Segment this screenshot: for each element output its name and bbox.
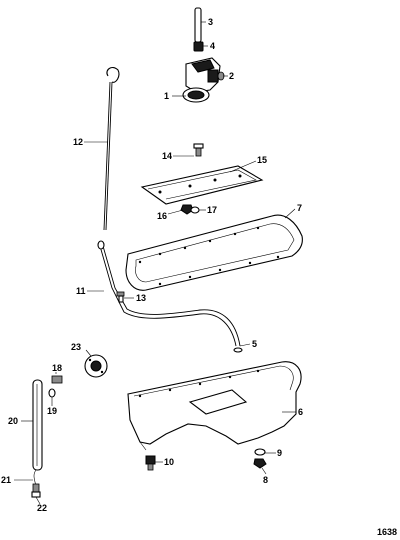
figure-id: 1638: [377, 527, 397, 537]
callout-7: 7: [297, 203, 302, 213]
line-fitting: [51, 375, 63, 384]
fitting-seal: [48, 388, 56, 398]
dipstick-tube: [97, 240, 241, 347]
callout-11: 11: [76, 286, 86, 296]
callout-20: 20: [8, 416, 18, 426]
callout-8: 8: [263, 475, 268, 485]
callout-4: 4: [210, 41, 215, 51]
shaft-coupling: [193, 41, 204, 52]
callout-15: 15: [257, 155, 267, 165]
callout-14: 14: [162, 151, 172, 161]
oil-pan: [127, 361, 302, 451]
tray-stud: [193, 143, 204, 157]
drain-plug: [253, 458, 267, 469]
windage-tray: [140, 165, 264, 205]
pan-bolt: [145, 455, 156, 471]
drain-plug-washer: [254, 448, 266, 456]
callout-2: 2: [229, 71, 234, 81]
oil-line-hose: [32, 379, 43, 471]
callout-5: 5: [252, 339, 257, 349]
callout-16: 16: [157, 211, 167, 221]
callout-labels: 1 2 3 4 12 14 15 16 17 7 11 13 5 6 9 8 1…: [1, 17, 303, 513]
tray-nut: [180, 204, 194, 215]
callout-22: 22: [37, 503, 47, 513]
dipstick: [103, 67, 120, 231]
callout-9: 9: [277, 448, 282, 458]
callout-23: 23: [71, 342, 81, 352]
callout-19: 19: [47, 406, 57, 416]
oil-filter-adapter: [84, 354, 108, 378]
tube-o-ring: [233, 347, 243, 353]
callout-13: 13: [136, 293, 146, 303]
callout-21: 21: [1, 475, 11, 485]
oil-pump-body: [182, 57, 221, 103]
callout-6: 6: [298, 407, 303, 417]
callout-17: 17: [207, 205, 217, 215]
hose-end-fitting: [31, 483, 41, 498]
tube-clip: [116, 291, 125, 303]
callout-1: 1: [164, 91, 169, 101]
leader-lines: [14, 21, 296, 505]
tray-washer: [190, 206, 200, 214]
oil-pan-gasket: [125, 214, 303, 291]
oil-pump-drive-shaft: [194, 7, 202, 43]
callout-18: 18: [52, 363, 62, 373]
callout-10: 10: [164, 457, 174, 467]
callout-3: 3: [208, 17, 213, 27]
callout-12: 12: [73, 137, 83, 147]
